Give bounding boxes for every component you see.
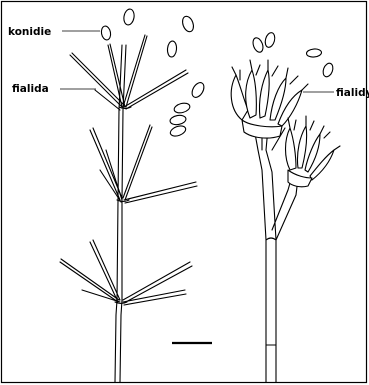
- lower-phialide-cluster: [286, 116, 341, 187]
- conidium: [100, 25, 111, 40]
- phialide: [60, 262, 118, 302]
- phialide: [124, 70, 186, 107]
- label-fialidy: fialidy: [336, 87, 369, 99]
- phialide: [126, 73, 188, 109]
- phialide: [123, 125, 150, 198]
- left-lower-whorl: [60, 240, 192, 305]
- right-conidia: [251, 32, 334, 79]
- left-middle-whorl: [90, 125, 197, 203]
- right-branch-node: [266, 238, 276, 240]
- phialide: [82, 290, 120, 302]
- left-conidia: [100, 8, 206, 138]
- phialide: [126, 36, 147, 107]
- phialide: [297, 126, 306, 168]
- conidium: [321, 62, 334, 78]
- phialide: [124, 266, 192, 303]
- right-main-stalk-b: [266, 150, 276, 382]
- phialide: [259, 70, 269, 118]
- phialide: [123, 262, 190, 300]
- conidium: [123, 8, 136, 25]
- conidium: [190, 81, 207, 100]
- figure-frame: [2, 2, 367, 383]
- phialide: [90, 130, 120, 200]
- conidium: [251, 36, 265, 53]
- right-branch-b: [272, 176, 292, 230]
- phialide-tips: [232, 60, 308, 90]
- conidium: [169, 114, 186, 126]
- phialide: [124, 182, 196, 200]
- metula-base: [288, 170, 312, 187]
- conidium: [173, 102, 191, 115]
- conidium: [264, 32, 277, 49]
- label-fialida: fialida: [12, 83, 49, 95]
- right-branch-a: [276, 178, 298, 240]
- phialide: [108, 45, 122, 107]
- phialide: [125, 186, 197, 203]
- phialide: [106, 150, 122, 200]
- conidium: [181, 15, 196, 33]
- conidium: [169, 124, 187, 138]
- conidium: [167, 41, 177, 58]
- conidium: [306, 48, 322, 57]
- left-main-stalk-a: [120, 45, 126, 382]
- label-konidie: konidie: [8, 26, 51, 38]
- phialide: [286, 128, 297, 170]
- left-node-middle: [117, 200, 129, 202]
- left-conidiophore: [60, 35, 197, 382]
- phialide: [246, 70, 257, 118]
- phialide: [125, 127, 152, 200]
- right-main-stalk-a: [258, 150, 266, 382]
- upper-phialide-cluster: [231, 60, 308, 138]
- metula-base: [242, 120, 282, 138]
